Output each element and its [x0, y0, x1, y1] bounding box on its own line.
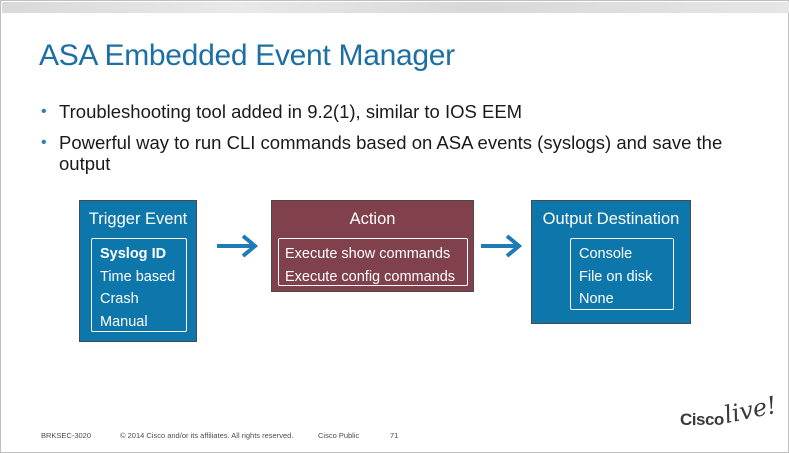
bullet-icon: • — [41, 134, 47, 151]
bullet-text: Powerful way to run CLI commands based o… — [59, 132, 723, 174]
output-item: Console — [579, 246, 633, 262]
action-title: Action — [349, 210, 396, 228]
footer-classification: Cisco Public — [318, 431, 360, 440]
output-destination-list: Console File on disk None — [570, 238, 674, 310]
trigger-event-box: Trigger Event Syslog ID Time based Crash… — [79, 200, 197, 342]
slide-title: ASA Embedded Event Manager — [39, 39, 455, 72]
action-item: Execute show commands — [285, 246, 451, 262]
logo-event: live! — [721, 390, 780, 430]
footer-copyright: © 2014 Cisco and/or its affiliates. All … — [120, 431, 294, 440]
bullet-item: • Powerful way to run CLI commands based… — [41, 132, 761, 174]
output-destination-box: Output Destination Console File on disk … — [531, 200, 691, 324]
bullet-icon: • — [41, 103, 47, 120]
trigger-item: Crash — [100, 291, 139, 307]
action-list: Execute show commands Execute config com… — [278, 238, 468, 286]
trigger-event-list: Syslog ID Time based Crash Manual — [91, 238, 187, 332]
trigger-event-title: Trigger Event — [88, 210, 188, 228]
arrow-right-icon — [481, 234, 523, 258]
bullet-text: Troubleshooting tool added in 9.2(1), si… — [59, 101, 523, 122]
trigger-item: Manual — [100, 313, 148, 330]
action-item: Execute config commands — [285, 268, 456, 285]
action-box: Action Execute show commands Execute con… — [271, 200, 474, 292]
trigger-item: Syslog ID — [100, 246, 167, 262]
output-destination-title: Output Destination — [542, 210, 680, 228]
bullet-item: • Troubleshooting tool added in 9.2(1), … — [41, 101, 761, 122]
cisco-live-logo: Cisco live! — [680, 391, 779, 438]
output-item: None — [579, 291, 614, 307]
arrow-right-icon — [217, 234, 259, 258]
trigger-item: Time based — [100, 268, 176, 285]
logo-brand: Cisco — [680, 410, 724, 429]
footer-page-number: 71 — [390, 431, 399, 440]
slide-top-bar — [2, 2, 789, 13]
output-item: File on disk — [579, 268, 653, 285]
bullet-list: • Troubleshooting tool added in 9.2(1), … — [41, 101, 761, 184]
footer-session-id: BRKSEC-3020 — [41, 431, 92, 440]
